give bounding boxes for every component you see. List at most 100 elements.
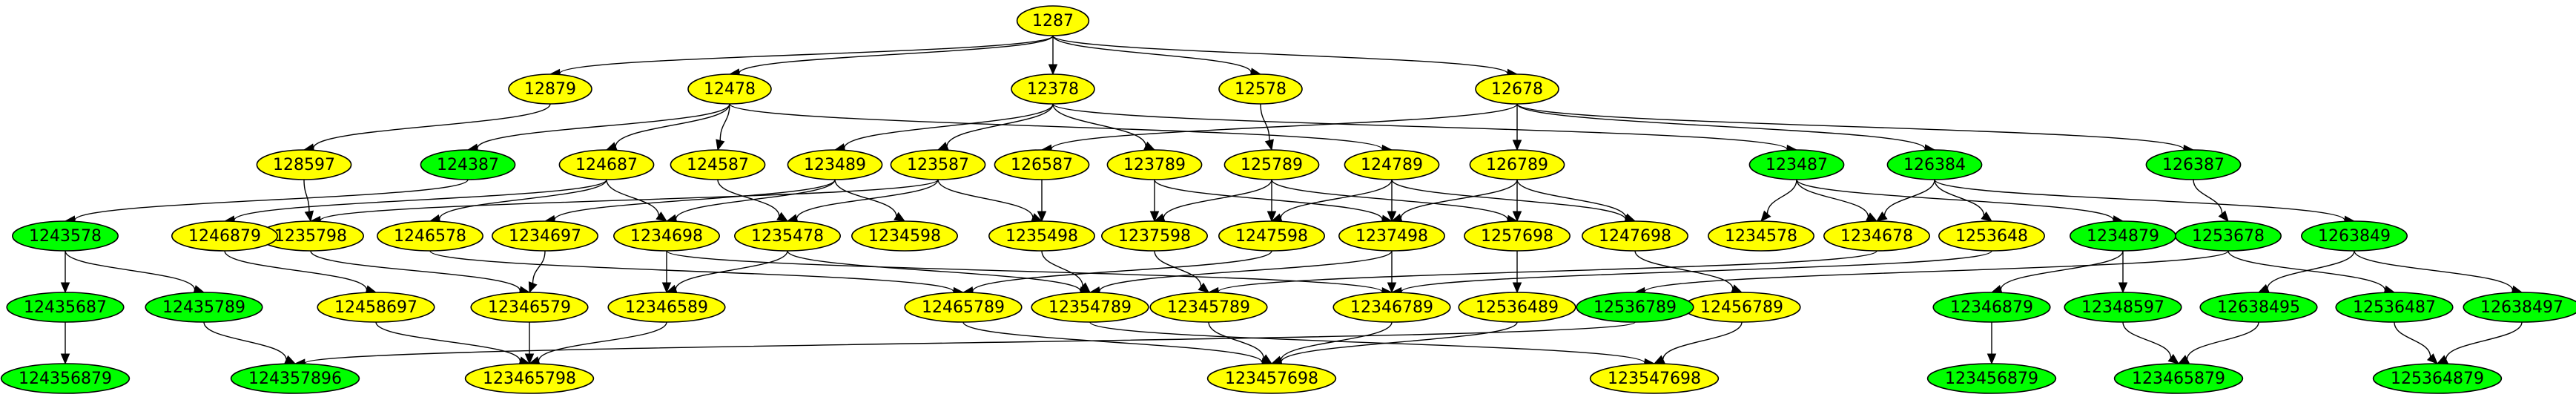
node-1247598[interactable]: 1247598 bbox=[1218, 220, 1326, 252]
edge-line bbox=[729, 103, 1383, 150]
edge-line bbox=[1218, 250, 1877, 292]
edge-12478-to-124587 bbox=[716, 103, 730, 151]
node-ellipse bbox=[2064, 292, 2182, 323]
node-12348597[interactable]: 12348597 bbox=[2064, 292, 2182, 323]
node-label: 1235798 bbox=[274, 227, 347, 246]
node-1235478[interactable]: 1235478 bbox=[733, 220, 841, 252]
node-ellipse bbox=[1344, 149, 1440, 180]
node-1234697[interactable]: 1234697 bbox=[491, 220, 598, 252]
node-124587[interactable]: 124587 bbox=[670, 149, 766, 180]
node-1237598[interactable]: 1237598 bbox=[1101, 220, 1209, 252]
node-label: 126387 bbox=[2162, 156, 2225, 174]
node-126384[interactable]: 126384 bbox=[1886, 149, 1983, 180]
node-124789[interactable]: 124789 bbox=[1344, 149, 1440, 180]
node-1235498[interactable]: 1235498 bbox=[988, 220, 1096, 252]
node-123465798[interactable]: 123465798 bbox=[464, 363, 595, 394]
node-label: 12638497 bbox=[2480, 298, 2563, 317]
node-125789[interactable]: 125789 bbox=[1223, 149, 1320, 180]
arrowhead bbox=[1387, 282, 1397, 294]
node-12346579[interactable]: 12346579 bbox=[470, 292, 589, 323]
node-124356879[interactable]: 124356879 bbox=[0, 363, 131, 394]
node-1243578[interactable]: 1243578 bbox=[12, 220, 119, 252]
node-label: 124387 bbox=[437, 156, 499, 174]
node-1234678[interactable]: 1234678 bbox=[1823, 220, 1931, 252]
arrowhead bbox=[2167, 353, 2180, 364]
node-1246879[interactable]: 1246879 bbox=[171, 220, 278, 252]
node-124387[interactable]: 124387 bbox=[420, 149, 516, 180]
node-label: 1234578 bbox=[1725, 227, 1797, 246]
node-12536487[interactable]: 12536487 bbox=[2335, 292, 2454, 323]
node-12578[interactable]: 12578 bbox=[1218, 73, 1303, 105]
node-label: 12346789 bbox=[1350, 298, 1433, 317]
node-12478[interactable]: 12478 bbox=[687, 73, 772, 105]
node-12678[interactable]: 12678 bbox=[1475, 73, 1559, 105]
node-123487[interactable]: 123487 bbox=[1748, 149, 1845, 180]
node-12435789[interactable]: 12435789 bbox=[145, 292, 263, 323]
node-1263849[interactable]: 1263849 bbox=[2301, 220, 2408, 252]
node-12354789[interactable]: 12354789 bbox=[1031, 292, 1149, 323]
edge-line bbox=[1280, 179, 1393, 218]
node-1234698[interactable]: 1234698 bbox=[612, 220, 720, 252]
node-123547698[interactable]: 123547698 bbox=[1589, 363, 1720, 394]
node-12638497[interactable]: 12638497 bbox=[2463, 292, 2576, 323]
node-123457698[interactable]: 123457698 bbox=[1206, 363, 1337, 394]
edge-line bbox=[615, 103, 730, 147]
node-1234879[interactable]: 1234879 bbox=[2070, 220, 2177, 252]
node-123587[interactable]: 123587 bbox=[890, 149, 986, 180]
edge-line bbox=[1934, 179, 1985, 216]
node-label: 1257698 bbox=[1481, 227, 1553, 246]
node-12458697[interactable]: 12458697 bbox=[317, 292, 435, 323]
node-123789[interactable]: 123789 bbox=[1106, 149, 1203, 180]
node-126587[interactable]: 126587 bbox=[994, 149, 1090, 180]
node-12465789[interactable]: 12465789 bbox=[904, 292, 1023, 323]
node-1234598[interactable]: 1234598 bbox=[851, 220, 959, 252]
node-128597[interactable]: 128597 bbox=[256, 149, 352, 180]
node-12345789[interactable]: 12345789 bbox=[1149, 292, 1268, 323]
node-12456789[interactable]: 12456789 bbox=[1682, 292, 1801, 323]
node-12346789[interactable]: 12346789 bbox=[1332, 292, 1451, 323]
node-124357896[interactable]: 124357896 bbox=[230, 363, 360, 394]
node-1253648[interactable]: 1253648 bbox=[1938, 220, 2046, 252]
node-123489[interactable]: 123489 bbox=[787, 149, 883, 180]
node-1234578[interactable]: 1234578 bbox=[1708, 220, 1815, 252]
node-ellipse bbox=[1886, 149, 1983, 180]
node-ellipse bbox=[1101, 220, 1209, 252]
node-12638495[interactable]: 12638495 bbox=[2199, 292, 2318, 323]
node-1237498[interactable]: 1237498 bbox=[1338, 220, 1446, 252]
node-123465879[interactable]: 123465879 bbox=[2113, 363, 2244, 394]
arrowhead bbox=[1981, 212, 1993, 222]
node-12536489[interactable]: 12536489 bbox=[1458, 292, 1576, 323]
node-label: 123789 bbox=[1123, 156, 1186, 174]
edge-126387-to-1253678 bbox=[2193, 179, 2229, 222]
node-ellipse bbox=[1218, 220, 1326, 252]
node-12346879[interactable]: 12346879 bbox=[1932, 292, 2051, 323]
node-12435687[interactable]: 12435687 bbox=[6, 292, 125, 323]
node-12536789[interactable]: 12536789 bbox=[1576, 292, 1694, 323]
node-12378[interactable]: 12378 bbox=[1011, 73, 1095, 105]
node-1287[interactable]: 1287 bbox=[1016, 5, 1090, 36]
node-1246578[interactable]: 1246578 bbox=[376, 220, 483, 252]
node-label: 1234678 bbox=[1840, 227, 1913, 246]
edge-12346579-to-123465798 bbox=[524, 322, 535, 365]
node-1253678[interactable]: 1253678 bbox=[2175, 220, 2282, 252]
node-12879[interactable]: 12879 bbox=[508, 73, 592, 105]
node-125364879[interactable]: 125364879 bbox=[2372, 363, 2503, 394]
node-126789[interactable]: 126789 bbox=[1469, 149, 1565, 180]
node-123456879[interactable]: 123456879 bbox=[1926, 363, 2057, 394]
edge-line bbox=[606, 179, 660, 216]
node-ellipse bbox=[1149, 292, 1268, 323]
edge-line bbox=[1883, 179, 1935, 216]
edge-1234879-to-12346879 bbox=[1990, 250, 2124, 294]
edge-line bbox=[429, 250, 954, 292]
arrowhead bbox=[1198, 282, 1210, 293]
node-1257698[interactable]: 1257698 bbox=[1464, 220, 1571, 252]
node-124687[interactable]: 124687 bbox=[558, 149, 655, 180]
node-12346589[interactable]: 12346589 bbox=[607, 292, 726, 323]
edge-1253678-to-12536789 bbox=[1634, 250, 2229, 297]
node-126387[interactable]: 126387 bbox=[2145, 149, 2242, 180]
edge-12879-to-128597 bbox=[303, 103, 551, 153]
node-1247698[interactable]: 1247698 bbox=[1582, 220, 1689, 252]
arrowhead bbox=[1760, 210, 1771, 222]
node-label: 12678 bbox=[1491, 80, 1543, 99]
node-label: 124687 bbox=[575, 156, 638, 174]
